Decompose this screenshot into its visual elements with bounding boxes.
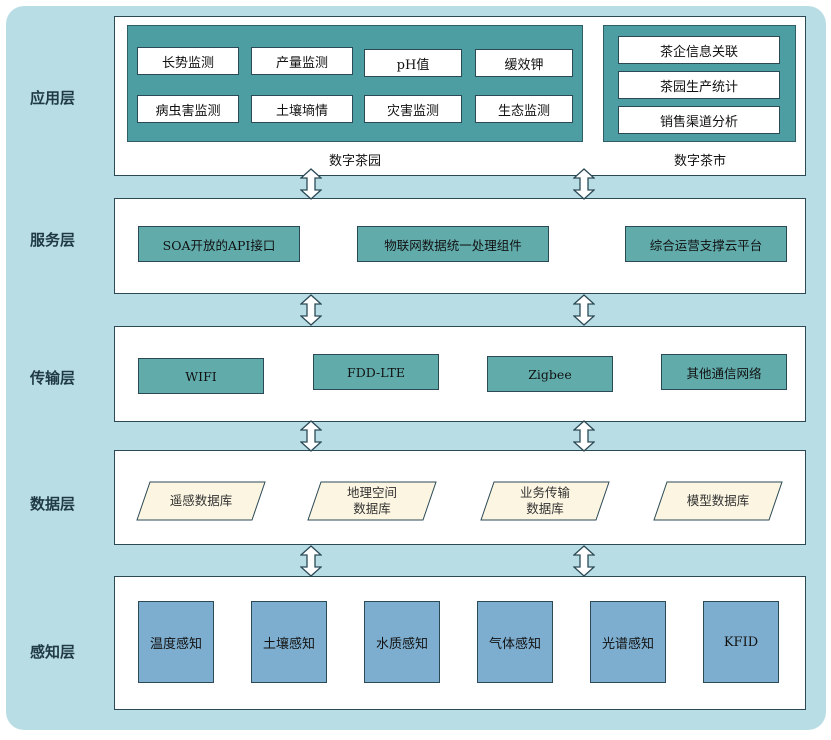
service-item-api: SOA开放的API接口 [138, 226, 300, 262]
sensor-spectral: 光谱感知 [590, 601, 666, 683]
double-arrow-icon [573, 168, 595, 200]
market-item-3: 销售渠道分析 [618, 106, 780, 134]
database-remote-sensing-label: 遥感数据库 [169, 493, 233, 508]
double-arrow-icon [573, 420, 595, 452]
database-model: 模型数据库 [653, 481, 783, 521]
sensor-kfid: KFID [703, 601, 779, 683]
perception-layer-panel [114, 576, 806, 710]
database-remote-sensing: 遥感数据库 [136, 481, 266, 521]
garden-item-3: pH值 [364, 49, 462, 77]
sensor-gas: 气体感知 [477, 601, 553, 683]
layer-label-application: 应用层 [30, 89, 76, 107]
garden-item-4: 缓效钾 [475, 49, 573, 77]
sensor-temperature: 温度感知 [138, 601, 214, 683]
layer-label-perception: 感知层 [30, 643, 76, 661]
layer-label-transport: 传输层 [30, 369, 76, 387]
market-item-2: 茶园生产统计 [618, 71, 780, 99]
sensor-soil: 土壤感知 [251, 601, 327, 683]
double-arrow-icon [300, 420, 322, 452]
digital-tea-market-caption: 数字茶市 [673, 154, 726, 169]
service-item-cloud-platform: 综合运营支撑云平台 [625, 226, 787, 262]
garden-item-8: 生态监测 [475, 95, 573, 123]
double-arrow-icon [300, 168, 322, 200]
double-arrow-icon [300, 294, 322, 326]
digital-tea-garden-caption: 数字茶园 [328, 154, 381, 169]
garden-item-1: 长势监测 [137, 47, 239, 75]
market-item-1: 茶企信息关联 [618, 36, 780, 64]
garden-item-2: 产量监测 [251, 47, 353, 75]
database-geospatial-label: 地理空间 数据库 [346, 485, 397, 516]
layer-label-service: 服务层 [30, 231, 76, 249]
layer-label-data: 数据层 [30, 495, 76, 513]
garden-item-7: 灾害监测 [364, 95, 462, 123]
database-business-transfer-label: 业务传输 数据库 [519, 485, 570, 516]
garden-item-6: 土壤墒情 [251, 95, 353, 123]
database-geospatial: 地理空间 数据库 [307, 481, 437, 521]
double-arrow-icon [300, 545, 322, 577]
double-arrow-icon [573, 294, 595, 326]
database-business-transfer: 业务传输 数据库 [480, 481, 610, 521]
service-item-iot-component: 物联网数据统一处理组件 [357, 226, 549, 262]
transport-item-fdd-lte: FDD-LTE [313, 354, 439, 390]
sensor-water-quality: 水质感知 [364, 601, 440, 683]
garden-item-5: 病虫害监测 [137, 95, 239, 123]
transport-item-zigbee: Zigbee [487, 356, 613, 392]
transport-item-other-networks: 其他通信网络 [661, 354, 787, 390]
digital-tea-garden-container [127, 25, 583, 142]
transport-item-wifi: WIFI [138, 358, 264, 394]
database-model-label: 模型数据库 [686, 493, 750, 508]
double-arrow-icon [573, 545, 595, 577]
